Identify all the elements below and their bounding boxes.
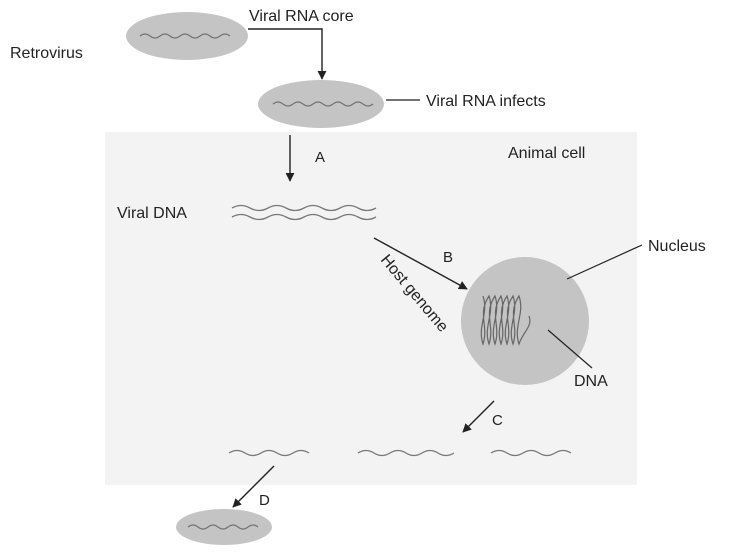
viral-dna-strand-2: [231, 213, 377, 221]
infecting-rna-strand: [272, 101, 374, 107]
viral-rna-core-label: Viral RNA core: [249, 8, 354, 25]
retrovirus-particle: [126, 12, 248, 60]
dna-leader: [547, 329, 593, 369]
arrow-d: [232, 465, 275, 508]
new-viral-rna-1: [228, 449, 310, 457]
viral-dna-label: Viral DNA: [117, 205, 187, 222]
new-viral-rna-3: [490, 449, 572, 457]
nucleus-leader: [566, 244, 643, 280]
infecting-virus-particle: [258, 80, 384, 128]
viral-rna-strand: [139, 33, 231, 39]
dna-label: DNA: [574, 373, 608, 390]
animal-cell-label: Animal cell: [508, 145, 585, 162]
host-dna-coils: [480, 294, 531, 346]
step-b-label: B: [443, 249, 453, 266]
new-viral-rna-2: [357, 449, 455, 457]
step-c-label: C: [492, 412, 503, 429]
new-virus-particle: [176, 509, 272, 545]
step-a-label: A: [315, 149, 325, 166]
arrow-core-to-infecting: [248, 28, 327, 80]
arrow-c: [462, 400, 495, 433]
arrow-b: [373, 237, 468, 290]
step-d-label: D: [259, 492, 270, 509]
retrovirus-label: Retrovirus: [10, 45, 83, 62]
new-virus-rna-strand: [187, 524, 259, 530]
nucleus-label: Nucleus: [648, 238, 706, 255]
viral-rna-infects-label: Viral RNA infects: [426, 93, 546, 110]
viral-dna-strand-1: [231, 204, 377, 212]
nucleus: [461, 257, 589, 385]
